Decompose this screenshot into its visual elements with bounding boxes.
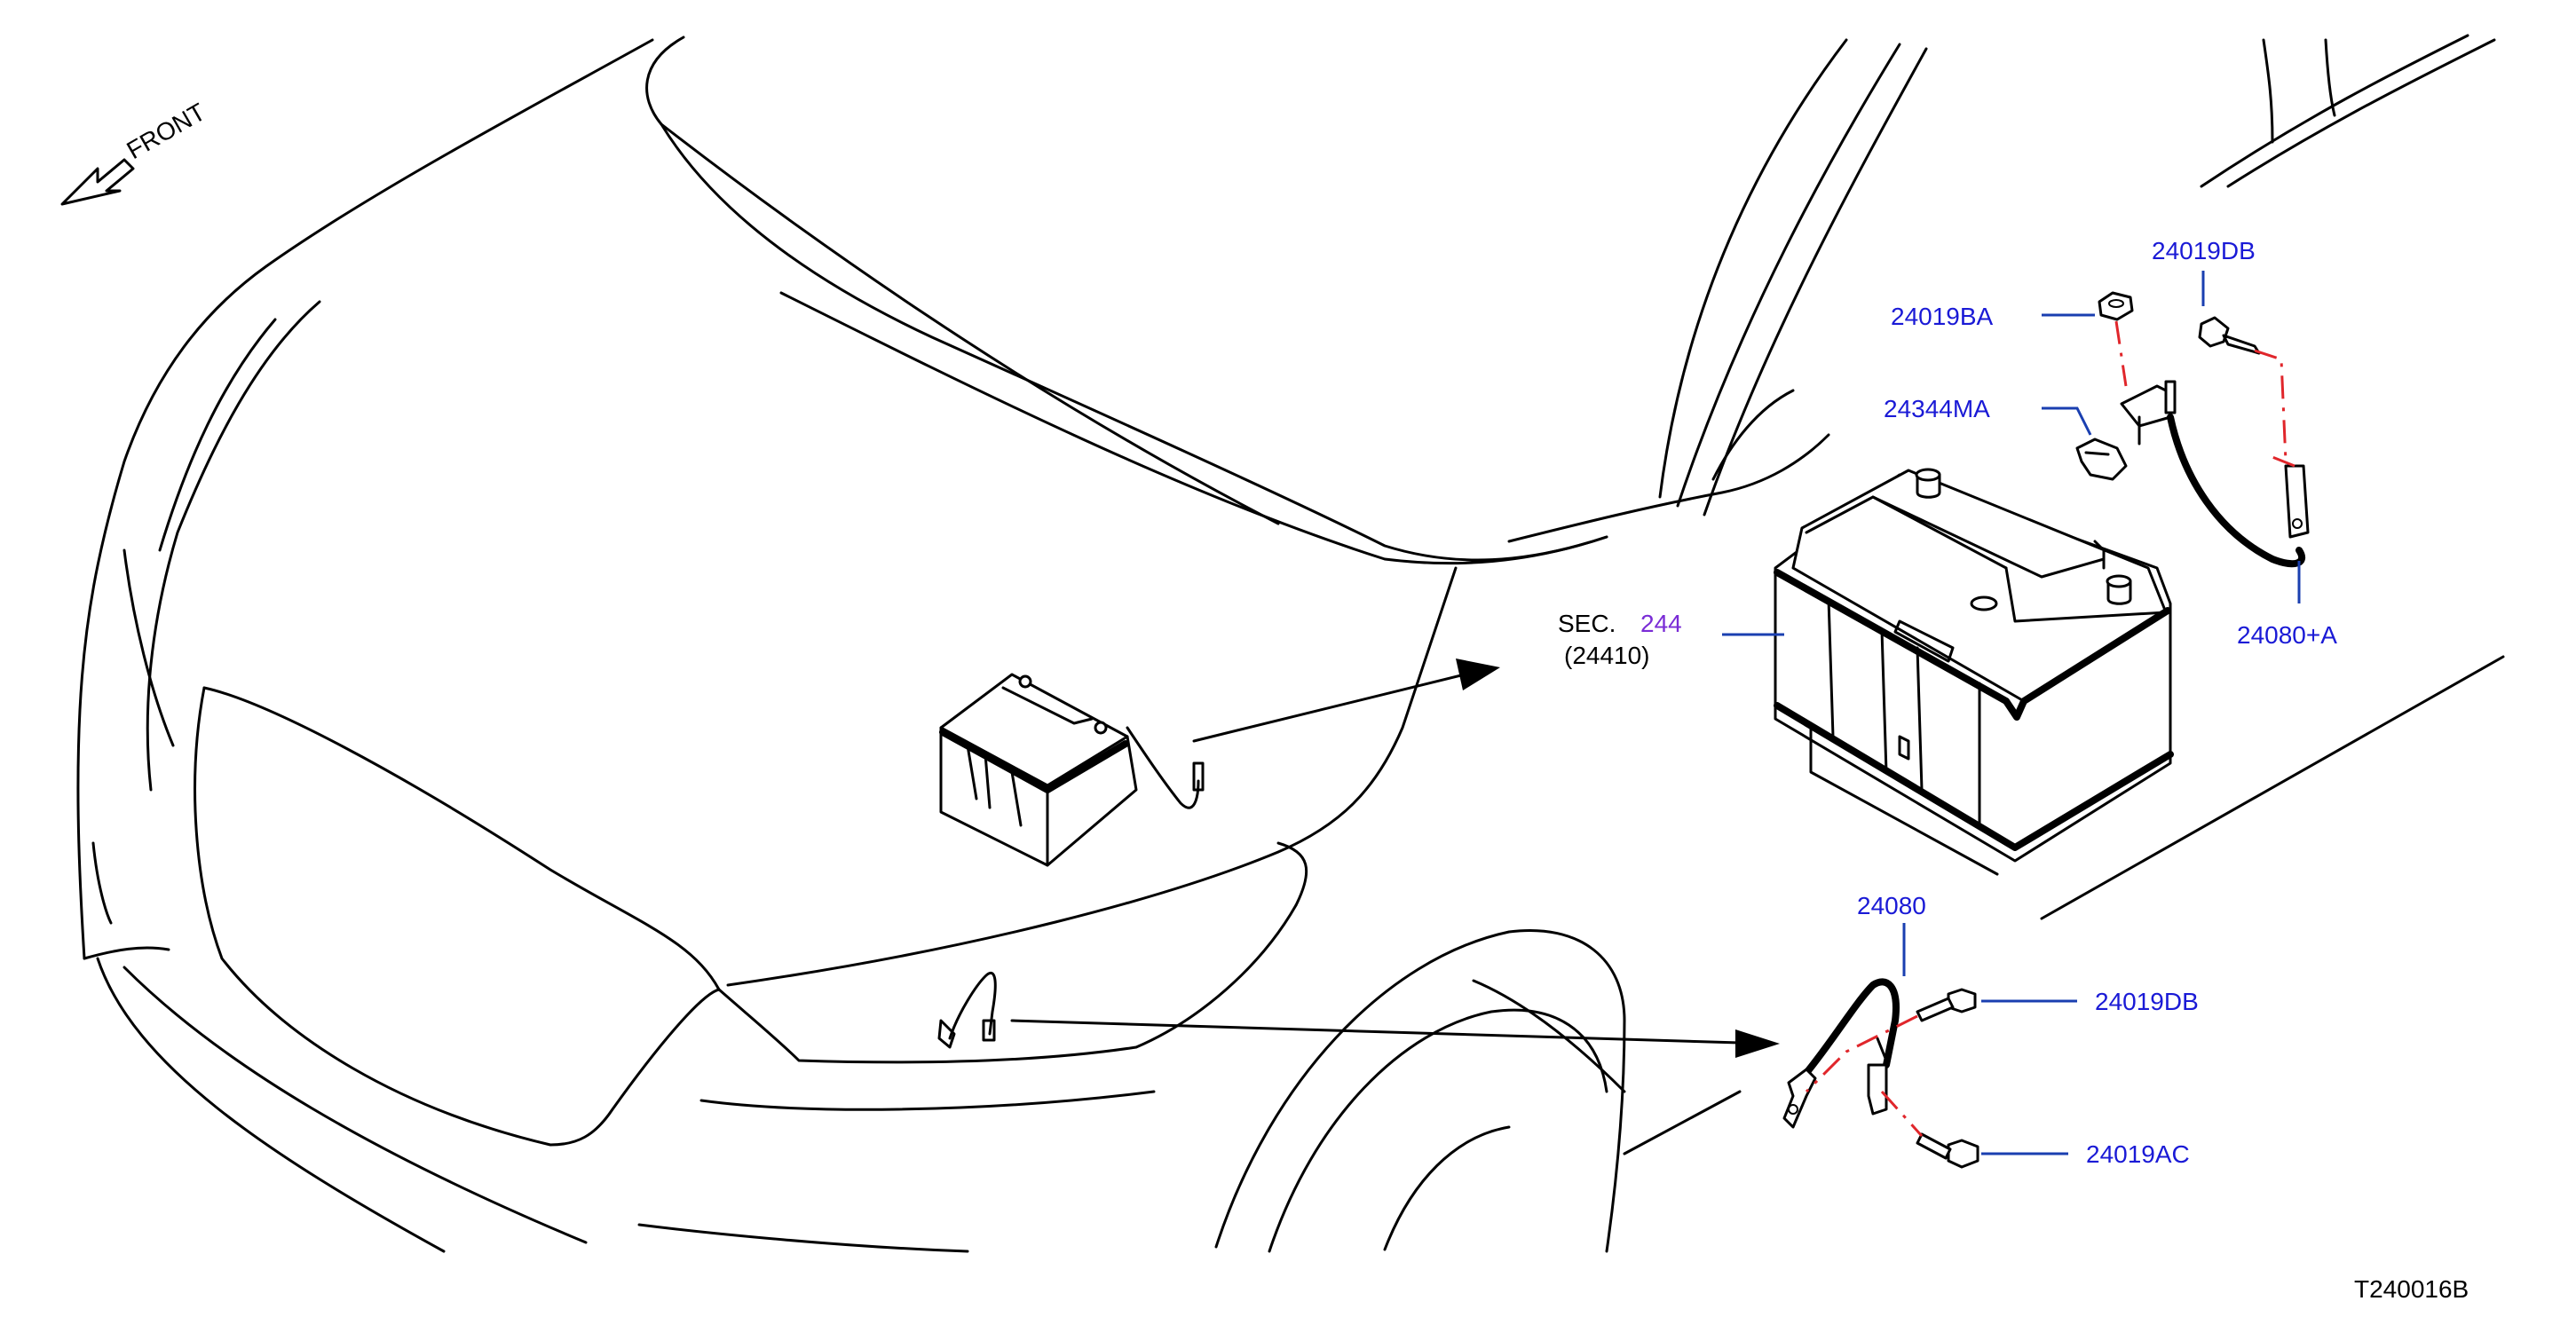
battery-in-vehicle — [939, 673, 1205, 867]
bolt-24019DB-top — [2198, 316, 2230, 348]
cable-in-vehicle — [937, 971, 997, 1049]
arrow-head-upper — [1456, 658, 1500, 690]
negative-cable-assembly — [1782, 978, 1979, 1169]
front-label: FRONT — [122, 98, 210, 164]
car-body-outline — [76, 34, 2505, 1253]
callout-24344MA: 24344MA — [1884, 395, 1990, 422]
figure-code: T240016B — [2354, 1275, 2469, 1303]
callouts: 24019DB 24019BA 24344MA 24080+A 24080 24… — [1558, 237, 2469, 1303]
callout-24019AC: 24019AC — [2086, 1140, 2190, 1168]
callout-24019DB-top: 24019DB — [2152, 237, 2256, 264]
bolt-24019AC — [1947, 1139, 1979, 1169]
section-ref-part: (24410) — [1564, 642, 1650, 669]
callout-24080-plus-A: 24080+A — [2237, 621, 2337, 649]
detail-arrows — [1010, 658, 1780, 1058]
installation-centerlines — [1805, 320, 2295, 1138]
callout-24080: 24080 — [1857, 892, 1926, 919]
battery-detail — [1774, 468, 2174, 876]
front-direction-indicator: FRONT — [60, 98, 210, 206]
section-ref-prefix: SEC. — [1558, 610, 1616, 637]
callout-24019BA: 24019BA — [1891, 303, 1994, 330]
arrow-head-lower — [1735, 1029, 1780, 1058]
callout-24019DB-lower: 24019DB — [2095, 988, 2199, 1015]
front-arrow-icon — [60, 158, 135, 206]
positive-cable-assembly — [2075, 291, 2310, 568]
bracket-24344MA — [2075, 438, 2128, 481]
leader-lines — [1722, 271, 2301, 1155]
section-ref-number[interactable]: 244 — [1640, 610, 1682, 637]
